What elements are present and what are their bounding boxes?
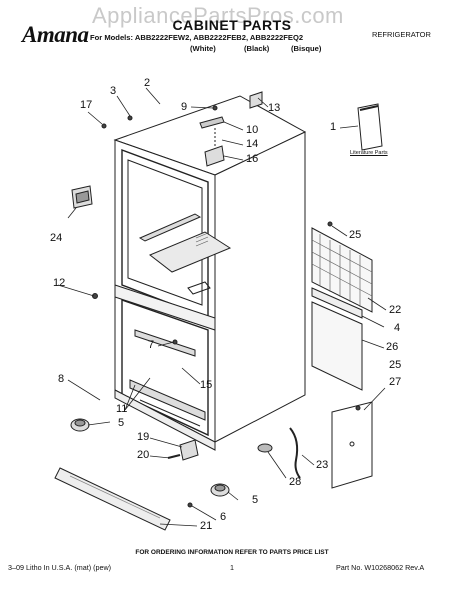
callout-8: 8 [58, 373, 65, 385]
callout-4: 4 [394, 322, 401, 334]
callout-28: 28 [289, 476, 302, 488]
color-bisque: (Bisque) [291, 44, 322, 53]
callout-25-top: 25 [349, 229, 362, 241]
part-27-plate [331, 401, 373, 489]
part-4-strip [311, 287, 363, 319]
callout-14: 14 [246, 138, 259, 150]
category-label: REFRIGERATOR [372, 30, 431, 39]
callout-27: 27 [389, 376, 402, 388]
cabinet-right-side [214, 131, 306, 443]
part-26-panel [311, 301, 363, 391]
callout-13: 13 [268, 102, 281, 114]
callout-5-right: 5 [252, 494, 259, 506]
callout-23: 24 [50, 232, 63, 244]
part-19-block [179, 439, 199, 461]
callout-17: 17 [80, 99, 93, 111]
litho-line: 3–09 Litho In U.S.A. (mat) (pew) [8, 563, 112, 572]
callout-3: 3 [110, 85, 117, 97]
callout-21: 22 [389, 304, 402, 316]
mullion [114, 284, 216, 331]
callout-12: 12 [53, 277, 66, 289]
brand-logo: Amana [22, 22, 89, 47]
callout-9: 9 [181, 101, 188, 113]
callout-16: 16 [246, 153, 259, 165]
callout-6: 6 [220, 511, 227, 523]
callout-7: 7 [148, 339, 155, 351]
ordering-notice: FOR ORDERING INFORMATION REFER TO PARTS … [135, 549, 329, 556]
callout-20: 20 [137, 449, 150, 461]
color-black: (Black) [244, 44, 270, 53]
callout-11: 11 [116, 403, 128, 415]
watermark: AppliancePartsPros.com [92, 3, 344, 28]
models-line: For Models: ABB2222FEW2, ABB2222FEB2, AB… [90, 33, 304, 42]
part-28-foot [257, 443, 273, 453]
page-title: CABINET PARTS [172, 17, 292, 33]
part-1-literature [357, 103, 383, 151]
callout-2: 2 [144, 77, 151, 89]
literature-label: Literature Parts [350, 150, 388, 156]
callout-26: 26 [386, 341, 399, 353]
callout-10: 10 [246, 124, 259, 136]
callout-15: 15 [200, 379, 213, 391]
part-16-bracket [204, 145, 225, 167]
part-number: Part No. W10268062 Rev.A [336, 563, 425, 572]
callout-5-left: 5 [118, 417, 125, 429]
callout-19: 19 [137, 431, 150, 443]
callout-25-bottom: 25 [389, 359, 402, 371]
page-number: 1 [230, 563, 234, 572]
callout-1: 1 [330, 121, 337, 133]
callout-24: 23 [316, 459, 329, 471]
part-22-toe-grille [54, 467, 171, 531]
callout-22: 21 [200, 520, 213, 532]
part-24-tube [289, 427, 301, 479]
color-white: (White) [190, 44, 216, 53]
